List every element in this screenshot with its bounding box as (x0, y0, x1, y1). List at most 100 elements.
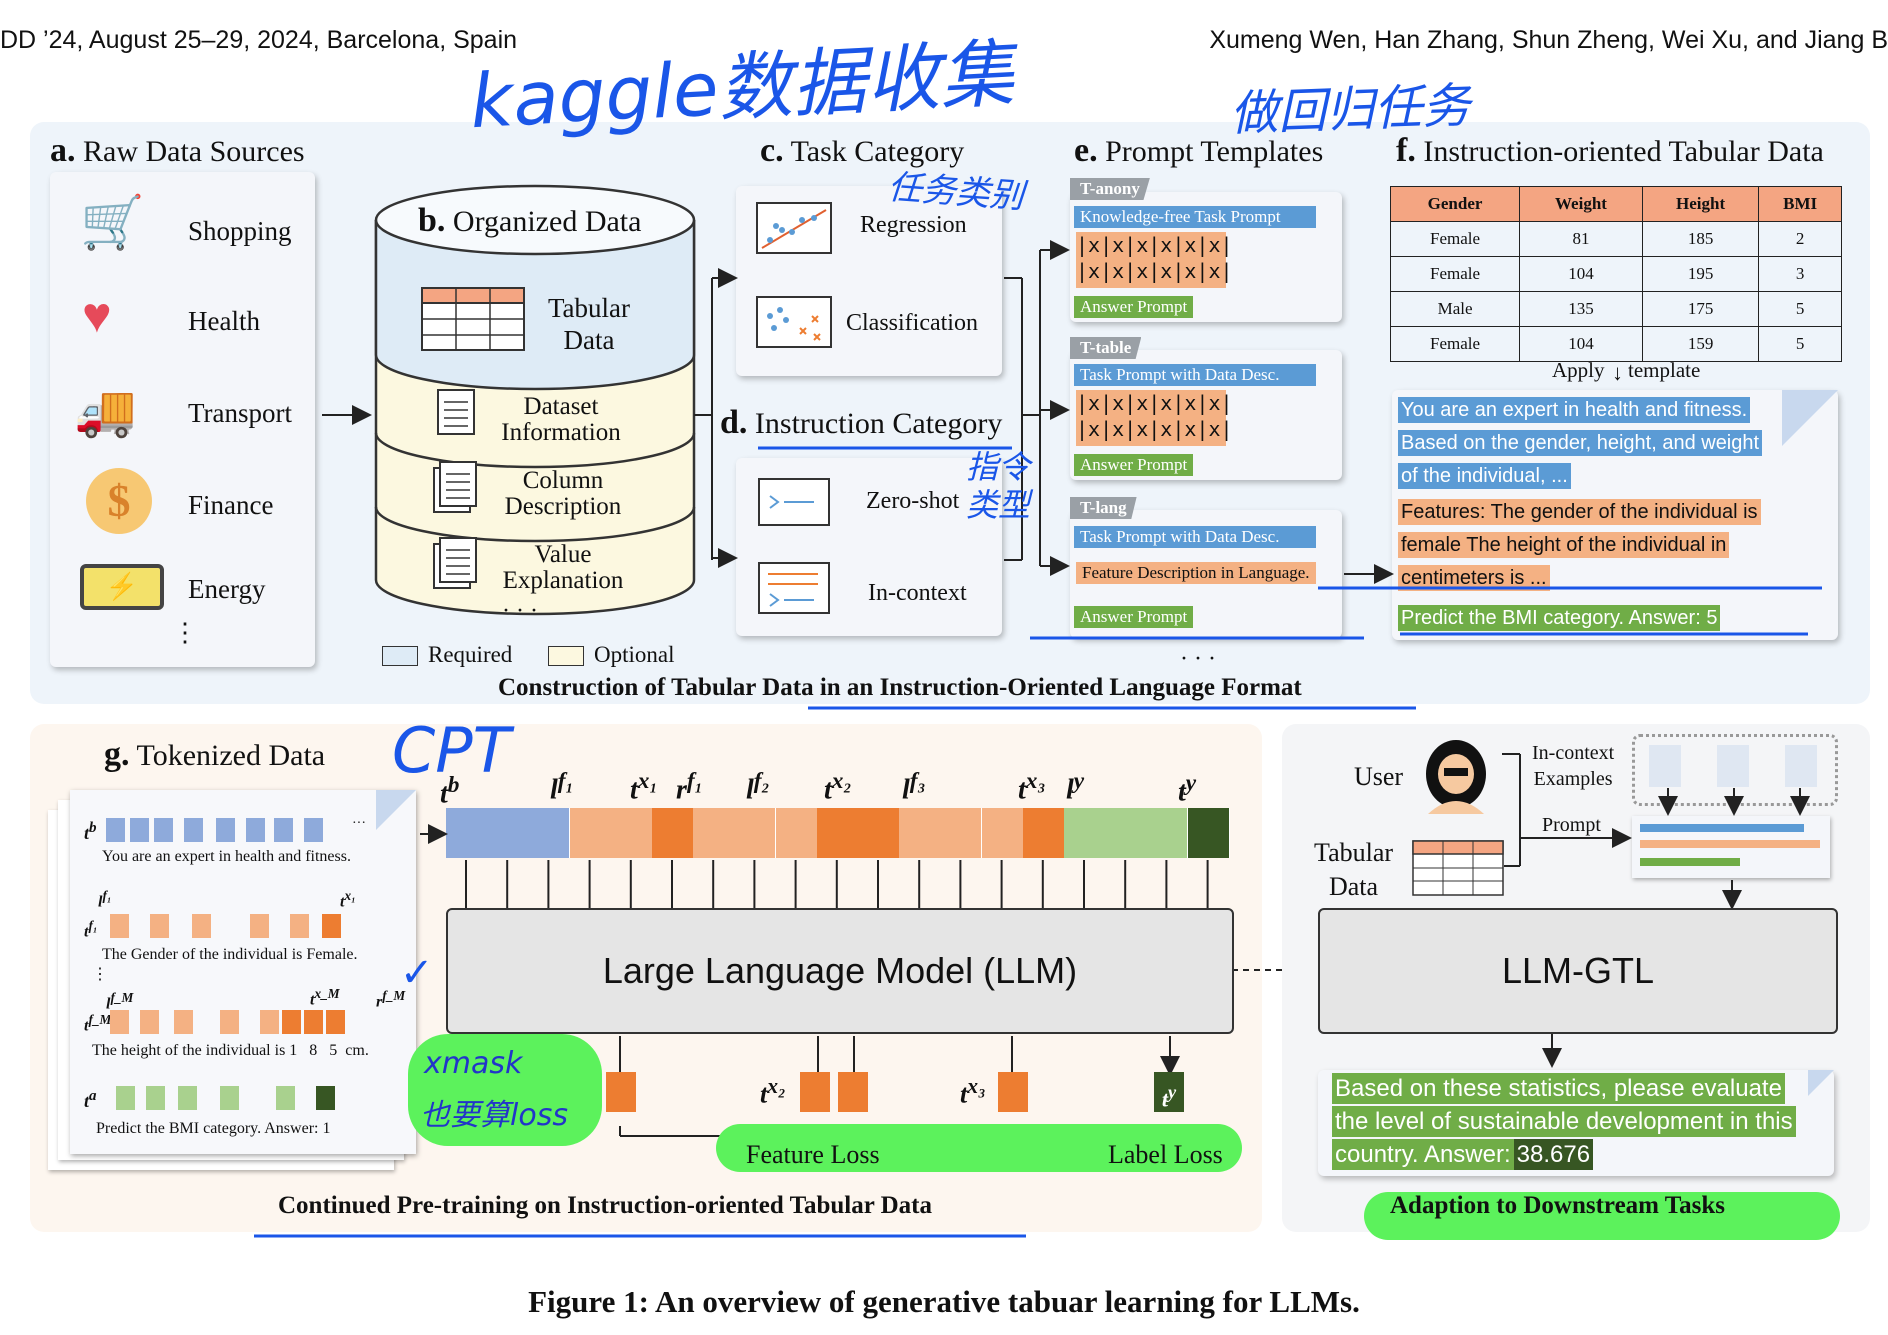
caption-downstream: Adaption to Downstream Tasks (1390, 1192, 1726, 1219)
layer-column-description: Column Description (504, 467, 622, 520)
token-lf1-label: lf₁ (98, 888, 112, 911)
source-transport: Transport (188, 398, 293, 428)
table-cell: 5 (1758, 326, 1842, 362)
table-cell: 104 (1519, 326, 1643, 362)
downstream-highlighter (1364, 1192, 1840, 1240)
label-loss-label: Label Loss (1108, 1140, 1223, 1169)
out-token-x1 (606, 1072, 636, 1112)
sequence-token (693, 808, 736, 858)
organized-data-cylinder (374, 184, 696, 616)
sequence-token (1064, 808, 1106, 858)
token-rfm-label: rf_M (376, 988, 406, 1011)
mini-token (192, 914, 211, 938)
instruction-text-card: You are an expert in health and fitness.… (1392, 390, 1838, 640)
template-table-top-bar: Task Prompt with Data Desc. (1074, 364, 1316, 386)
seq-tb-label: tb (440, 772, 460, 810)
check-mark-icon: ✓ (400, 950, 434, 996)
sequence-token (528, 808, 571, 858)
mini-token (174, 1010, 193, 1034)
tokenized-doc: tb ··· You are an expert in health and f… (70, 790, 416, 1154)
out-token-x3 (998, 1072, 1028, 1112)
instruction-zero-shot: Zero-shot (866, 488, 960, 514)
sequence-token (446, 808, 488, 858)
source-energy: Energy (188, 574, 266, 604)
token-sequence (446, 808, 1230, 860)
page-fold-icon (1782, 390, 1838, 446)
mini-token (322, 914, 341, 938)
layer-dataset-information: Dataset Information (501, 393, 621, 446)
prompt-doc (1632, 816, 1830, 878)
dollar-coin-icon: $ (86, 468, 152, 534)
token-line-4: Predict the BMI category. Answer: 1 (96, 1120, 331, 1137)
token-tx1-label: tx₁ (340, 888, 356, 911)
table-cell: 3 (1758, 256, 1842, 292)
user-avatar-icon (1426, 740, 1486, 814)
example-doc-icon (1785, 745, 1817, 787)
apply-arrow-icon: ↓ (1612, 360, 1623, 385)
terminal-context-icon (758, 562, 830, 614)
seq-rf1-label: rf₁ (676, 768, 703, 806)
mini-token (304, 818, 323, 842)
annotation-cpt: CPT (392, 714, 511, 787)
out-token-x2a (800, 1072, 830, 1112)
running-header-left: DD ’24, August 25–29, 2024, Barcelona, S… (0, 26, 518, 54)
seq-tx3-label: tx₃ (1018, 768, 1046, 806)
seq-tx2-label: tx₂ (824, 768, 852, 806)
instruction-blue-text: You are an expert in health and fitness.… (1398, 394, 1788, 493)
downstream-output-card: Based on these statistics, please evalua… (1318, 1070, 1834, 1176)
annotation-task-category: 任务类别 (886, 167, 1025, 217)
seq-ly-label: ly (1066, 768, 1085, 806)
loss-highlighter (716, 1124, 1242, 1172)
source-finance: Finance (188, 490, 274, 520)
layer-tabular-data: Tabular Data (547, 293, 631, 355)
template-tag-lang: T-lang (1070, 497, 1137, 519)
mini-token (154, 818, 173, 842)
regression-plot-icon (756, 202, 832, 254)
table-cell: 135 (1519, 291, 1643, 327)
sequence-token (858, 808, 900, 858)
prompt-label: Prompt (1542, 814, 1601, 836)
llm-box: Large Language Model (LLM) (446, 908, 1234, 1034)
sequence-token (652, 808, 694, 858)
out-tx2-label: tx₂ (760, 1074, 786, 1109)
terminal-icon (758, 478, 830, 526)
task-category-card: Regression Classification (736, 186, 1002, 376)
classification-plot-icon (756, 296, 832, 348)
sequence-token (899, 808, 942, 858)
mini-token (246, 818, 265, 842)
mini-token (110, 914, 129, 938)
user-label: User (1354, 762, 1404, 791)
caption-bottom-left: Continued Pre-training on Instruction-or… (278, 1192, 933, 1219)
example-doc-icon (1717, 745, 1749, 787)
template-lang-feature-bar: Feature Description in Language. (1076, 562, 1316, 584)
table-header-cell: Weight (1519, 186, 1643, 222)
more-templates: · · · (1180, 646, 1216, 672)
panel-a-title: a. Raw Data Sources (50, 132, 305, 169)
token-ta-label: ta (84, 1088, 97, 1111)
table-cell: Female (1389, 326, 1521, 362)
mini-token (106, 818, 125, 842)
task-classification: Classification (846, 310, 978, 336)
mini-token (250, 914, 269, 938)
annotation-loss-note: 也要算loss (420, 1098, 568, 1133)
mini-token (178, 1086, 197, 1110)
sequence-token (734, 808, 777, 858)
seq-ty-label: ty (1178, 770, 1197, 808)
raw-sources-card: 🛒 Shopping ♥ Health 🚚 Transport $ Financ… (50, 172, 315, 667)
mini-token (140, 1010, 159, 1034)
sequence-token (816, 808, 859, 858)
llm-gtl-box: LLM-GTL (1318, 908, 1838, 1034)
mini-token (130, 818, 149, 842)
mini-token (276, 1086, 295, 1110)
table-cell: Female (1389, 221, 1521, 257)
token-line-1: You are an expert in health and fitness. (102, 848, 351, 865)
shopping-cart-icon: 🛒 (80, 195, 145, 252)
panel-c-title: c. Task Category (760, 132, 965, 169)
legend-optional-swatch (548, 646, 584, 666)
mini-token (260, 1010, 279, 1034)
source-shopping: Shopping (188, 216, 292, 246)
table-cell: 195 (1641, 256, 1760, 292)
